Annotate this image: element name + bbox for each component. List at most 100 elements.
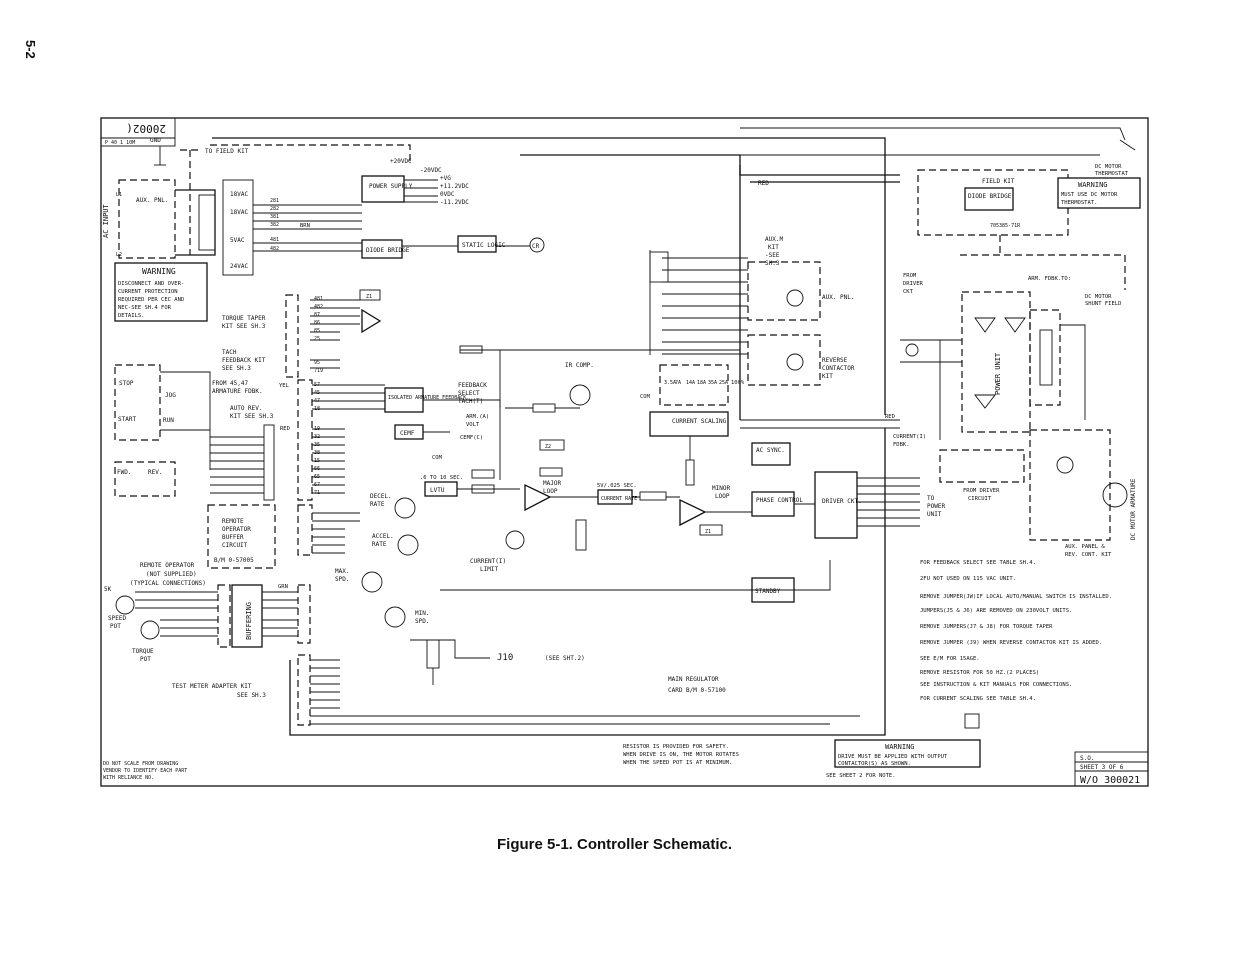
j10-label: J10 [497, 653, 513, 663]
schematic-label: 47 [314, 398, 320, 404]
schematic-line [310, 299, 360, 369]
sec005-label: 5V/.025 SEC. [597, 483, 637, 489]
schematic-line [905, 343, 919, 357]
from-driver-circuit-1: FROM DRIVER [963, 488, 1000, 494]
stop-start-station [114, 364, 161, 441]
isolated-armature-label: ISOLATED ARMATURE FEEDBACK [388, 395, 466, 401]
current-scaling-block [649, 411, 729, 437]
torque-pot-symbol [140, 620, 160, 640]
main-regulator-1: MAIN REGULATOR [668, 676, 719, 683]
schematic-label: 7A [675, 380, 681, 386]
decel-pot [394, 497, 416, 519]
current-rate-label: CURRENT RATE [601, 496, 637, 502]
schematic-line [312, 512, 360, 554]
title-top-left: 20002( [126, 122, 166, 135]
to-power-unit-3: UNIT [927, 511, 942, 518]
title-top-left-sub: P 40 1 10M [105, 140, 135, 146]
schematic-label: WHEN THE SPEED POT IS AT MINIMUM. [623, 760, 732, 766]
aux-pnl-label: AUX. PNL. [136, 197, 169, 204]
schematic-label: Z1 [366, 294, 372, 300]
legend-notes: FOR FEEDBACK SELECT SEE TABLE SH.4. 2FU … [920, 560, 1112, 702]
schematic-label: POT [110, 623, 121, 630]
fwd-label: FWD. [117, 469, 131, 476]
ir-comp-pot [569, 384, 591, 406]
tach-feedback-1: TACH [222, 349, 237, 356]
lvtu-label: LVTU [430, 487, 445, 494]
schematic-label: -11.2VDC [440, 199, 469, 206]
schematic-label: REMOVE JUMPERS(J7 & J8) FOR TORQUE TAPER [920, 624, 1053, 630]
wire-red-2: RED [280, 426, 290, 432]
from-driver-ckt-1: FROM [903, 273, 917, 279]
schematic-line [740, 127, 1136, 156]
figure-caption: Figure 5-1. Controller Schematic. [497, 836, 733, 853]
schematic-line [210, 436, 264, 494]
gnd-label: GND [150, 137, 161, 144]
schematic-label: SEE INSTRUCTION & KIT MANUALS FOR CONNEC… [920, 682, 1072, 688]
aux-m-3: -SEE [765, 252, 780, 259]
dc-motor-shunt-2: SHUNT FIELD [1085, 301, 1121, 307]
schematic-label: +11.2VDC [440, 183, 469, 190]
feedback-select-3: TACH(T) [458, 398, 483, 405]
phase-control-label: PHASE CONTROL [756, 497, 803, 504]
rev-label: REV. [148, 469, 162, 476]
title-block-top-left: 20002( P 40 1 10M [100, 117, 176, 147]
schematic-line [974, 317, 1026, 409]
schematic-line [207, 504, 276, 569]
schematic-line [520, 154, 741, 420]
field-diode-label: DIODE BRIDGE [968, 193, 1012, 200]
aux-panel-rev-2: REV. CONT. KIT [1065, 552, 1112, 558]
schematic-label: 85 [314, 328, 320, 334]
current-limit-pot [505, 530, 525, 550]
aux-m-1: AUX.M [765, 236, 783, 243]
see-sheet-2: SEE SHEET 2 FOR NOTE. [826, 773, 896, 779]
major-loop-2: LOOP [543, 488, 558, 495]
schematic-label: DETAILS. [118, 313, 145, 319]
schematic-label: REMOVE RESISTOR FOR 50 HZ.(2 PLACES) [920, 670, 1039, 676]
schematic-label: 35A [708, 380, 717, 386]
schematic-line [297, 654, 311, 726]
schematic-line [740, 419, 900, 429]
schematic-label: MUST USE DC MOTOR [1061, 192, 1118, 198]
warning-thermostat [1057, 177, 1141, 209]
remote-operator-3: (TYPICAL CONNECTIONS) [130, 580, 206, 587]
schematic-line [262, 591, 298, 637]
torque-pot-1: TORQUE [132, 648, 154, 655]
current-limit-2: LIMIT [480, 566, 498, 573]
schematic-line [575, 519, 587, 551]
reverse-contactor-2: CONTACTOR [822, 365, 855, 372]
torque-taper-1: TORQUE TAPER [222, 315, 266, 322]
major-loop-1: MAJOR [543, 480, 561, 487]
drawing-frame [100, 117, 1149, 787]
speed-pot-label: SPEED [108, 615, 126, 622]
warning-thermostat-title: WARNING [1078, 181, 1108, 189]
aux-m-box [747, 261, 821, 321]
schematic-label: L2 [116, 252, 122, 258]
min-spd-pot [384, 606, 406, 628]
ac-sync-label: AC SYNC. [756, 447, 785, 454]
diode-bridge-label: DIODE BRIDGE [366, 247, 410, 254]
v18vac-label-2: 18VAC [230, 209, 248, 216]
torque-taper-2: KIT SEE SH.3 [222, 323, 266, 330]
cr-relay [529, 237, 545, 253]
schematic-label: 86 [314, 320, 320, 326]
seconds-label: .6 TO 10 SEC. [420, 475, 463, 481]
terminal-block-a [263, 424, 275, 501]
feedback-select-1: FEEDBACK [458, 382, 487, 389]
schematic-line [404, 179, 438, 203]
schematic-label: 2FU NOT USED ON 115 VAC UNIT. [920, 576, 1016, 582]
schematic-line [649, 250, 748, 355]
schematic-label: 482 [314, 304, 323, 310]
schematic-label: RESISTOR IS PROVIDED FOR SAFETY. [623, 744, 729, 750]
terminal-strip-auto [297, 379, 313, 501]
reverse-contactor-1: REVERSE [822, 357, 848, 364]
plus-20vdc: +20VDC [390, 158, 412, 165]
accel-pot [397, 534, 419, 556]
tach-feedback-3: SEE SH.3 [222, 365, 251, 372]
dc-motor-armature-label: DC MOTOR ARMATURE [1130, 478, 1137, 540]
schematic-label: REMOVE JUMPER (J9) WHEN REVERSE CONTACTO… [920, 640, 1102, 646]
ir-comp-label: IR COMP. [565, 362, 594, 369]
schematic-label: 95 [314, 360, 320, 366]
run-label: RUN [163, 417, 174, 424]
schematic-label: NEC-SEE SH.4 FOR [118, 305, 172, 311]
schematic-line [135, 591, 218, 637]
